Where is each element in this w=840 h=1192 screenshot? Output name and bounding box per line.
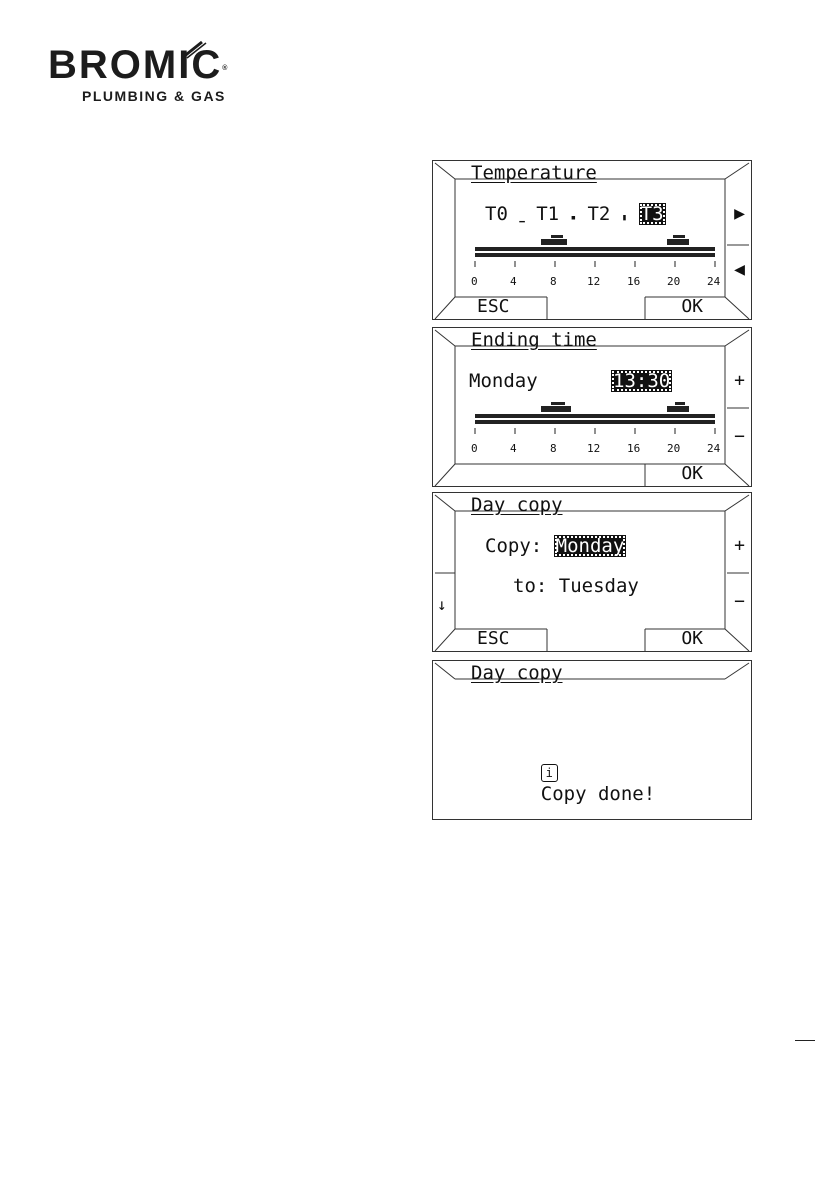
plus-button[interactable]: + — [734, 535, 745, 556]
ok-button[interactable]: OK — [681, 296, 703, 317]
down-arrow-button[interactable]: ↓ — [437, 595, 447, 614]
hour-label: 12 — [587, 275, 600, 288]
minus-button[interactable]: − — [734, 426, 745, 447]
plus-button[interactable]: + — [734, 370, 745, 391]
brand-subtitle: PLUMBING & GAS — [82, 88, 229, 104]
hour-label: 20 — [667, 275, 680, 288]
esc-button[interactable]: ESC — [477, 296, 510, 317]
temperature-levels: T0 ▁ T1 ▪ T2 ▮ T3 — [485, 203, 666, 225]
level-t3-selected[interactable]: T3 — [639, 203, 666, 225]
copy-label: Copy: — [485, 535, 542, 557]
level-t0[interactable]: T0 — [485, 203, 508, 225]
ending-time-value[interactable]: 13:30 — [611, 370, 672, 392]
hour-label: 0 — [471, 442, 478, 455]
copy-to-day[interactable]: Tuesday — [559, 575, 639, 597]
ok-button[interactable]: OK — [681, 628, 703, 649]
to-label: to: — [513, 575, 547, 597]
ok-button[interactable]: OK — [681, 463, 703, 484]
level-t2[interactable]: T2 — [587, 203, 610, 225]
screen-copy-done: Day copy i Copy done! — [432, 660, 752, 820]
hour-label: 4 — [510, 275, 517, 288]
registered-mark: ® — [222, 65, 229, 72]
page-marker — [795, 1040, 815, 1041]
hour-label: 20 — [667, 442, 680, 455]
copy-done-message: Copy done! — [541, 783, 655, 805]
hour-label: 24 — [707, 442, 720, 455]
minus-button[interactable]: − — [734, 591, 745, 612]
screen-temperature: Temperature T0 ▁ T1 ▪ T2 ▮ T3 ▶ ◀ 0 4 8 … — [432, 160, 752, 320]
day-label: Monday — [469, 370, 538, 392]
hour-label: 16 — [627, 275, 640, 288]
esc-button[interactable]: ESC — [477, 628, 510, 649]
hour-label: 8 — [550, 442, 557, 455]
brand-logo: BROMIC® PLUMBING & GAS — [48, 44, 229, 104]
hour-label: 24 — [707, 275, 720, 288]
screen-day-copy: Day copy Copy: Monday to: Tuesday + − ↓ … — [432, 492, 752, 652]
screen-title: Ending time — [471, 329, 597, 351]
screen-ending-time: Ending time Monday 13:30 + − 0 4 8 12 16… — [432, 327, 752, 487]
hour-label: 16 — [627, 442, 640, 455]
level-t1[interactable]: T1 — [536, 203, 559, 225]
hour-label: 8 — [550, 275, 557, 288]
hour-label: 4 — [510, 442, 517, 455]
info-icon: i — [541, 764, 558, 782]
copy-from-day[interactable]: Monday — [554, 535, 627, 557]
hour-label: 12 — [587, 442, 600, 455]
screen-title: Day copy — [471, 494, 563, 516]
left-arrow-button[interactable]: ◀ — [734, 259, 745, 280]
screen-title: Day copy — [471, 662, 563, 684]
right-arrow-button[interactable]: ▶ — [734, 203, 745, 224]
hour-label: 0 — [471, 275, 478, 288]
flame-slash-icon — [178, 40, 208, 60]
screen-title: Temperature — [471, 162, 597, 184]
